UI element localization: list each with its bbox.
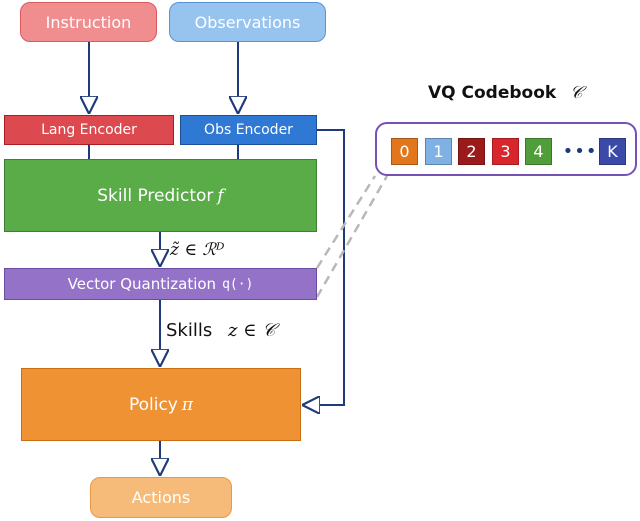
codebook-cell: 1 xyxy=(425,138,452,165)
codebook-cell-label: 0 xyxy=(399,142,410,161)
codebook-cell-label: 4 xyxy=(533,142,544,161)
policy-node: Policy π xyxy=(21,368,301,441)
skills-text: Skills xyxy=(166,320,213,341)
skill-predictor-node: Skill Predictor f xyxy=(4,159,317,232)
skill-predictor-label: Skill Predictor xyxy=(97,185,214,206)
actions-label: Actions xyxy=(131,488,191,507)
codebook-cell: 3 xyxy=(492,138,519,165)
policy-label: Policy xyxy=(128,394,178,415)
policy-symbol: π xyxy=(181,394,194,415)
codebook-cell: K xyxy=(599,138,626,165)
skill-predictor-symbol: f xyxy=(217,185,224,206)
codebook-cell-label: 3 xyxy=(500,142,511,161)
codebook-cell: 0 xyxy=(391,138,418,165)
codebook-symbol: 𝒞 xyxy=(570,83,583,103)
instruction-node: Instruction xyxy=(20,2,157,42)
codebook-cell: 2 xyxy=(458,138,485,165)
instruction-label: Instruction xyxy=(45,12,132,32)
observations-label: Observations xyxy=(194,12,301,32)
obs-encoder-node: Obs Encoder xyxy=(180,115,317,145)
codebook-cell-label: 2 xyxy=(466,142,477,161)
observations-node: Observations xyxy=(169,2,326,42)
vector-quantization-label: Vector Quantization xyxy=(67,275,217,293)
vq-codebook: 0 1 2 3 4 ••• K xyxy=(375,122,637,176)
lang-encoder-label: Lang Encoder xyxy=(41,122,137,138)
obs-encoder-label: Obs Encoder xyxy=(204,122,293,138)
lang-encoder-node: Lang Encoder xyxy=(4,115,174,145)
dashed-link-vq-codebook-bottom xyxy=(315,175,389,298)
codebook-cell: 4 xyxy=(525,138,552,165)
vector-quantization-symbol: q(·) xyxy=(222,276,254,292)
codebook-title-text: VQ Codebook xyxy=(428,83,557,103)
codebook-title: VQ Codebook 𝒞 xyxy=(428,83,583,103)
codebook-ellipsis: ••• xyxy=(562,141,598,162)
arrow-obs-encoder-to-policy xyxy=(304,129,345,405)
skills-math: z ∈ 𝒞 xyxy=(227,320,276,341)
actions-node: Actions xyxy=(90,477,232,518)
vector-quantization-node: Vector Quantization q(·) xyxy=(4,268,317,300)
skills-edge-label: Skills z ∈ 𝒞 xyxy=(166,320,275,341)
latent-vector-label: z̃ ∈ ℛᴰ xyxy=(170,240,225,260)
codebook-cell-label: 1 xyxy=(433,142,444,161)
dashed-link-vq-codebook-top xyxy=(315,175,377,269)
codebook-cell-label: K xyxy=(607,142,618,161)
